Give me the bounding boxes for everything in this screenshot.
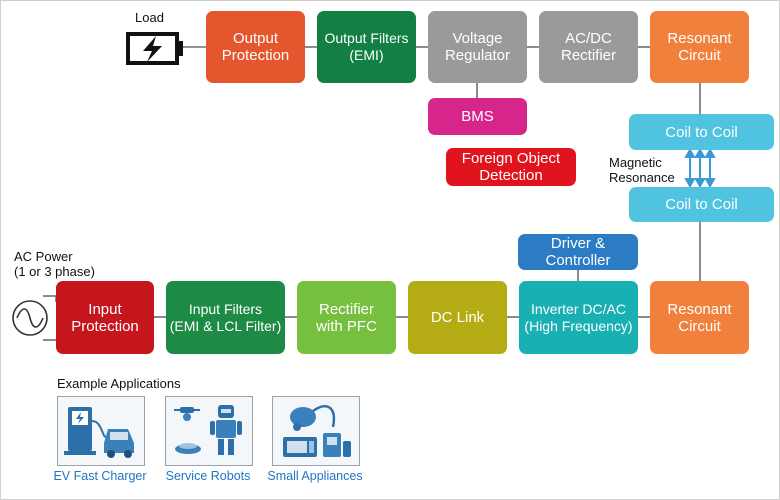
bms-text: BMS xyxy=(461,108,494,125)
foreign-object-text: Foreign Object Detection xyxy=(461,150,561,184)
input-protection-text: Input Protection xyxy=(71,300,139,335)
coil-top-text: Coil to Coil xyxy=(665,123,738,141)
rectifier-pfc-block: Rectifier with PFC xyxy=(297,281,396,354)
inverter-block: Inverter DC/AC (High Frequency) xyxy=(519,281,638,354)
output-protection-block: Output Protection xyxy=(206,11,305,83)
coil-bottom-block: Coil to Coil xyxy=(629,187,774,222)
output-filters-block: Output Filters (EMI) xyxy=(317,11,416,83)
ev-charger-tile xyxy=(57,396,145,466)
voltage-regulator-text: Voltage Regulator xyxy=(444,30,511,64)
driver-controller-text: Driver & Controller xyxy=(545,235,611,269)
magnetic-arrows-icon xyxy=(684,147,716,189)
rectifier-pfc-text: Rectifier with PFC xyxy=(316,300,377,335)
ac-phase-label: (1 or 3 phase) xyxy=(14,264,95,279)
robot-icon xyxy=(174,405,242,455)
voltage-regulator-block: Voltage Regulator xyxy=(428,11,527,83)
battery-icon xyxy=(126,32,183,65)
appliance-icon xyxy=(283,405,351,457)
ev-charger-caption: EV Fast Charger xyxy=(53,469,147,483)
resonant-circuit-top-block: Resonant Circuit xyxy=(650,11,749,83)
input-filters-text: Input Filters (EMI & LCL Filter) xyxy=(169,300,282,334)
appliance-caption: Small Appliances xyxy=(267,469,363,483)
inverter-text: Inverter DC/AC (High Frequency) xyxy=(524,300,633,334)
output-filters-text: Output Filters (EMI) xyxy=(324,30,409,63)
dc-link-block: DC Link xyxy=(408,281,507,354)
driver-controller-block: Driver & Controller xyxy=(518,234,638,270)
load-label: Load xyxy=(135,10,164,25)
resonant-circuit-bottom-block: Resonant Circuit xyxy=(650,281,749,354)
robot-tile xyxy=(165,396,253,466)
example-apps-label: Example Applications xyxy=(57,376,181,391)
input-filters-block: Input Filters (EMI & LCL Filter) xyxy=(166,281,285,354)
magnetic-label: Magnetic xyxy=(609,155,662,170)
ev-charger-icon xyxy=(64,407,134,458)
input-protection-block: Input Protection xyxy=(56,281,154,354)
appliance-tile xyxy=(272,396,360,466)
foreign-object-block: Foreign Object Detection xyxy=(446,148,576,186)
bms-block: BMS xyxy=(428,98,527,135)
coil-top-block: Coil to Coil xyxy=(629,114,774,150)
robot-caption: Service Robots xyxy=(165,469,251,483)
ac-power-label: AC Power xyxy=(14,249,73,264)
output-protection-text: Output Protection xyxy=(221,30,290,64)
ac-dc-rectifier-text: AC/DC Rectifier xyxy=(560,30,616,64)
coil-bottom-text: Coil to Coil xyxy=(665,196,738,213)
resonant-circuit-top-text: Resonant Circuit xyxy=(667,30,732,64)
ac-source-icon xyxy=(12,300,48,336)
resonant-circuit-bottom-text: Resonant Circuit xyxy=(667,300,732,335)
resonance-label: Resonance xyxy=(609,170,675,185)
ac-dc-rectifier-block: AC/DC Rectifier xyxy=(539,11,638,83)
dc-link-text: DC Link xyxy=(430,309,485,326)
